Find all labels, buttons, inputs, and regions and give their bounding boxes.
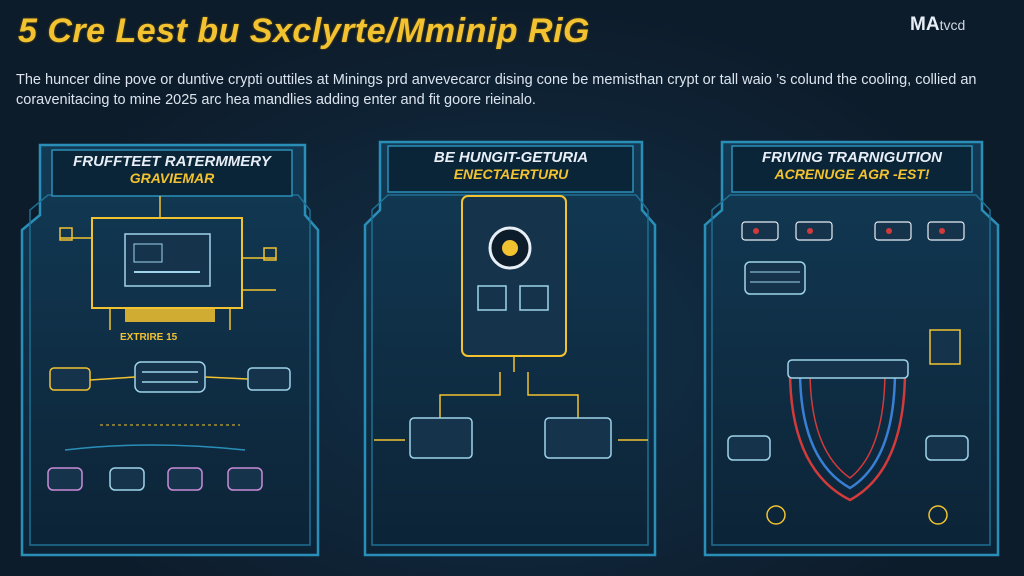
panel-1-title-plate <box>51 149 293 197</box>
connectors-row <box>741 221 965 241</box>
gpu-modules <box>49 361 291 393</box>
logo-sub: tvcd <box>939 17 966 33</box>
intro-paragraph: The huncer dine pove or duntive crypti o… <box>16 72 977 108</box>
bottom-icons <box>47 444 263 491</box>
panel-1-inner-frame <box>29 194 311 546</box>
psu-right <box>544 417 612 459</box>
coolant-loop <box>787 359 909 502</box>
logo-main: MA <box>910 14 940 35</box>
panel-3-title-plate <box>731 145 973 193</box>
panel-2-title: BE HUNGIT-GETURIA ENECTAERTURU <box>381 149 641 182</box>
panel-1-title: FRUFFTEET RATERMMERY GRAVIEMAR <box>42 153 302 186</box>
panel-1-frame <box>20 143 320 557</box>
panel-3-title: FRIVING TRARNIGUTION ACRENUGE AGR -EST! <box>722 149 982 182</box>
circuit-board <box>59 196 277 330</box>
fan-bottom-right <box>928 505 948 525</box>
radiator <box>744 261 806 295</box>
panel-2-title-line2: ENECTAERTURU <box>453 166 569 182</box>
panel-1-caption: EXTRIRE 15 <box>120 332 178 343</box>
panel-3-title-line2: ACRENUGE AGR -EST! <box>774 166 930 182</box>
fan-bottom-left <box>766 505 786 525</box>
control-box <box>929 329 961 365</box>
page-title: 5 Cre Lest bu Sxclyrte/Mminip RiG <box>18 12 590 50</box>
panel-1 <box>20 143 320 557</box>
panel-3-inner-frame <box>711 194 991 546</box>
panel-3-frame <box>703 140 1000 557</box>
panel-2-title-line1: BE HUNGIT-GETURIA <box>433 149 589 166</box>
panel-1-title-line1: FRUFFTEET RATERMMERY <box>73 153 271 170</box>
power-lines <box>374 372 648 441</box>
panel-2-inner-frame <box>371 194 649 546</box>
panel-3 <box>703 140 1000 557</box>
pump-left <box>727 435 771 461</box>
miner-cabinet <box>461 195 567 372</box>
panel-2-title-plate <box>387 145 634 193</box>
psu-left <box>409 417 473 459</box>
panel-1-title-line2: GRAVIEMAR <box>129 170 215 186</box>
panel-2 <box>363 140 657 557</box>
panel-3-title-line1: FRIVING TRARNIGUTION <box>762 149 942 166</box>
brand-logo: MAtvcd <box>910 14 965 36</box>
pump-right <box>925 435 969 461</box>
